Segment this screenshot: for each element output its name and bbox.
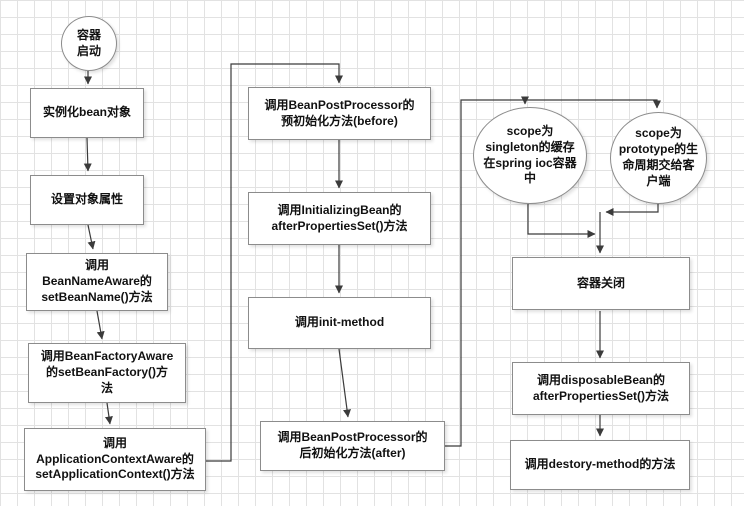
edge-props-nameaware [87, 224, 96, 250]
node-destroy-method: 调用destory-method的方法 [510, 440, 690, 490]
edge-singleton-junction [527, 204, 596, 238]
edge-prototype-junction [605, 204, 659, 216]
node-bean-name-aware: 调用 BeanNameAware的 setBeanName()方法 [26, 253, 168, 311]
node-post-process-after: 调用BeanPostProcessor的 后初始化方法(after) [260, 421, 445, 471]
node-scope-prototype: scope为 prototype的生 命周期交给客 户端 [610, 112, 707, 204]
node-instantiate-bean: 实例化bean对象 [30, 88, 144, 138]
node-init-method: 调用init-method [248, 297, 431, 349]
node-set-properties: 设置对象属性 [30, 175, 144, 225]
node-container-start: 容器 启动 [61, 16, 117, 71]
node-initializing-bean: 调用InitializingBean的 afterPropertiesSet()… [248, 192, 431, 245]
edge-factaware-ctxaware [104, 402, 113, 425]
edge-nameaware-factaware [96, 310, 105, 340]
node-disposable-bean: 调用disposableBean的 afterPropertiesSet()方法 [512, 362, 690, 415]
node-application-context-aware: 调用 ApplicationContextAware的 setApplicati… [24, 428, 206, 491]
node-container-close: 容器关闭 [512, 257, 690, 310]
edge-initmethod-after [338, 348, 351, 418]
node-post-process-before: 调用BeanPostProcessor的 预初始化方法(before) [248, 87, 431, 140]
node-bean-factory-aware: 调用BeanFactoryAware 的setBeanFactory()方 法 [28, 343, 186, 403]
node-scope-singleton: scope为 singleton的缓存 在spring ioc容器 中 [473, 107, 587, 204]
edge-instantiate-props [83, 137, 92, 172]
